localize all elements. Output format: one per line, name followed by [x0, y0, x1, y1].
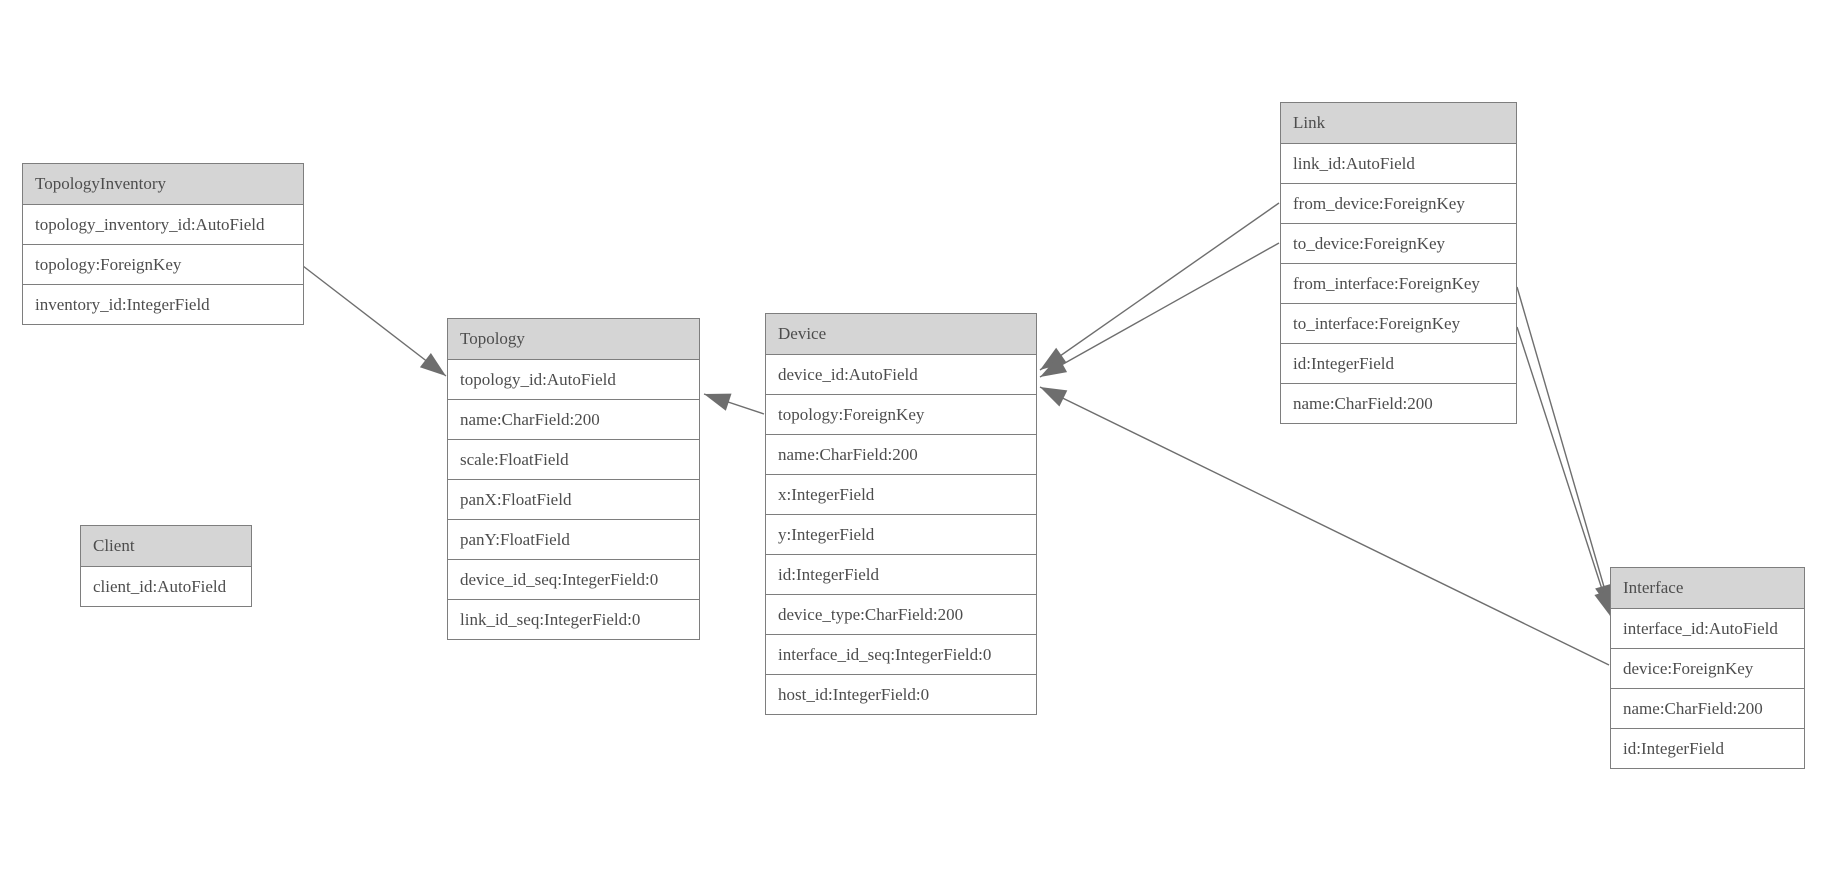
- field-row: name:CharField:200: [766, 434, 1036, 474]
- field-row: panY:FloatField: [448, 519, 699, 559]
- table-client: Client client_id:AutoField: [80, 525, 252, 607]
- field-row: from_interface:ForeignKey: [1281, 263, 1516, 303]
- table-link: Link link_id:AutoField from_device:Forei…: [1280, 102, 1517, 424]
- field-row: topology:ForeignKey: [23, 244, 303, 284]
- table-device: Device device_id:AutoField topology:Fore…: [765, 313, 1037, 715]
- table-header: Link: [1281, 103, 1516, 143]
- field-row: id:IntegerField: [1281, 343, 1516, 383]
- field-row: topology_inventory_id:AutoField: [23, 204, 303, 244]
- edge-link-from_device-device: [1039, 202, 1280, 371]
- field-row: y:IntegerField: [766, 514, 1036, 554]
- field-row: id:IntegerField: [1611, 728, 1804, 768]
- table-header: Topology: [448, 319, 699, 359]
- field-row: to_interface:ForeignKey: [1281, 303, 1516, 343]
- field-row: device_id:AutoField: [766, 354, 1036, 394]
- field-row: host_id:IntegerField:0: [766, 674, 1036, 714]
- table-header: Interface: [1611, 568, 1804, 608]
- table-header: Device: [766, 314, 1036, 354]
- field-row: to_device:ForeignKey: [1281, 223, 1516, 263]
- table-topologyinventory: TopologyInventory topology_inventory_id:…: [22, 163, 304, 325]
- field-row: id:IntegerField: [766, 554, 1036, 594]
- field-row: device_type:CharField:200: [766, 594, 1036, 634]
- field-row: client_id:AutoField: [81, 566, 251, 606]
- field-row: name:CharField:200: [1611, 688, 1804, 728]
- field-row: name:CharField:200: [1281, 383, 1516, 423]
- edge-device-topology: [703, 393, 765, 415]
- field-row: name:CharField:200: [448, 399, 699, 439]
- field-row: interface_id:AutoField: [1611, 608, 1804, 648]
- edge-link-from_interface-interface: [1516, 286, 1613, 612]
- field-row: from_device:ForeignKey: [1281, 183, 1516, 223]
- field-row: link_id:AutoField: [1281, 143, 1516, 183]
- field-row: device_id_seq:IntegerField:0: [448, 559, 699, 599]
- field-row: device:ForeignKey: [1611, 648, 1804, 688]
- table-header: TopologyInventory: [23, 164, 303, 204]
- field-row: link_id_seq:IntegerField:0: [448, 599, 699, 639]
- edge-topologyinventory-topology: [302, 265, 447, 377]
- table-header: Client: [81, 526, 251, 566]
- table-topology: Topology topology_id:AutoField name:Char…: [447, 318, 700, 640]
- edge-link-to_device-device: [1039, 242, 1280, 378]
- edge-interface-device-device: [1039, 386, 1610, 666]
- field-row: x:IntegerField: [766, 474, 1036, 514]
- edge-link-to_interface-interface: [1516, 326, 1612, 618]
- field-row: panX:FloatField: [448, 479, 699, 519]
- field-row: topology:ForeignKey: [766, 394, 1036, 434]
- field-row: inventory_id:IntegerField: [23, 284, 303, 324]
- table-interface: Interface interface_id:AutoField device:…: [1610, 567, 1805, 769]
- field-row: topology_id:AutoField: [448, 359, 699, 399]
- field-row: scale:FloatField: [448, 439, 699, 479]
- field-row: interface_id_seq:IntegerField:0: [766, 634, 1036, 674]
